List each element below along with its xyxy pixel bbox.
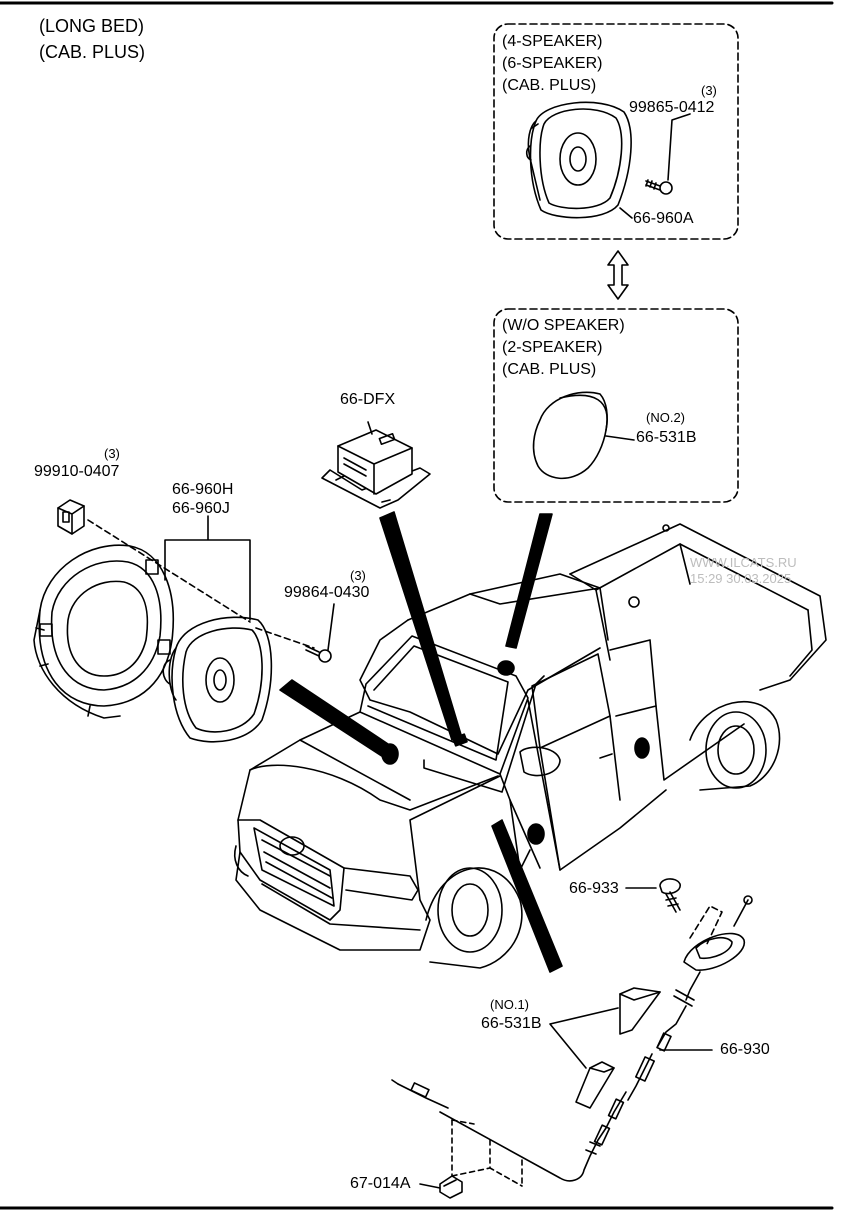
callout-rear-cover: [505, 513, 553, 649]
lower-box-line2: (2-SPEAKER): [502, 339, 603, 356]
header-cab-plus: (CAB. PLUS): [39, 42, 146, 62]
label-cover1-no: (NO.1): [490, 997, 529, 1012]
upper-box-line1: (4-SPEAKER): [502, 33, 603, 50]
lower-box-line3: (CAB. PLUS): [502, 361, 597, 378]
speaker-bracket-drawing: [33, 544, 174, 719]
pickup-truck-drawing: [233, 523, 827, 969]
upper-screw-part: 99865-0412: [629, 99, 715, 116]
swap-arrow-icon: [607, 250, 629, 300]
watermark-site: WWW.ILCATS.RU: [690, 555, 797, 570]
label-99864-0430: 99864-0430: [284, 584, 370, 601]
label-66-960j: 66-960J: [172, 500, 230, 517]
lower-box-line1: (W/O SPEAKER): [502, 317, 625, 334]
label-66-dfx: 66-DFX: [340, 391, 396, 408]
label-66-960h: 66-960H: [172, 481, 234, 498]
label-66-930: 66-930: [720, 1041, 770, 1058]
upper-screw-qty: (3): [701, 83, 717, 98]
upper-variant-box: [493, 23, 739, 240]
antenna-cable-66-930-drawing: [391, 895, 753, 1182]
speaker-66-960a-drawing: [525, 101, 632, 219]
screw-99864-0430-drawing: [305, 645, 332, 663]
label-67-014a: 67-014A: [350, 1175, 411, 1192]
lower-cover-no: (NO.2): [646, 410, 685, 425]
label-99910-0407: 99910-0407: [34, 463, 120, 480]
label-clip-qty: (3): [104, 446, 120, 461]
clip-location-dashed: [451, 1119, 523, 1187]
screw-99865-0412-drawing: [645, 179, 673, 195]
dashed-leader-clip: [87, 519, 251, 623]
clip-99910-0407-drawing: [57, 499, 85, 535]
leader-99865-0412: [667, 113, 691, 181]
airbag-module-drawing: [321, 429, 431, 509]
label-front-screw-qty: (3): [350, 568, 366, 583]
watermark-timestamp: 15:29 30.03.2025: [690, 571, 792, 586]
bracket-leader-66-960hj: [164, 515, 251, 621]
label-66-933: 66-933: [569, 880, 619, 897]
lower-cover-part: 66-531B: [636, 429, 697, 446]
upper-box-line2: (6-SPEAKER): [502, 55, 603, 72]
antenna-screw-66-933-drawing: [659, 878, 681, 913]
dashed-leader-screw: [255, 627, 315, 649]
leader-67-014a: [419, 1183, 441, 1189]
leader-66-531b-no2: [605, 435, 635, 441]
lower-variant-box: [493, 308, 739, 503]
connector-67-014a-drawing: [439, 1175, 463, 1199]
leader-66-531b-no1: [549, 1007, 619, 1069]
upper-speaker-part: 66-960A: [633, 210, 694, 227]
header-long-bed: (LONG BED): [39, 16, 145, 36]
label-66-531b-no1: 66-531B: [481, 1015, 542, 1032]
speaker-66-960hj-drawing: [162, 616, 273, 743]
leader-66-960a: [619, 207, 633, 219]
upper-box-line3: (CAB. PLUS): [502, 77, 597, 94]
cover-no2-drawing: [532, 391, 608, 480]
callout-airbag: [379, 511, 463, 741]
callout-front-speaker: [279, 679, 395, 761]
cover-no1-drawing: [575, 987, 661, 1109]
callout-antenna: [491, 819, 563, 973]
leader-66-dfx: [367, 421, 373, 435]
leader-99864-0430: [327, 603, 335, 651]
